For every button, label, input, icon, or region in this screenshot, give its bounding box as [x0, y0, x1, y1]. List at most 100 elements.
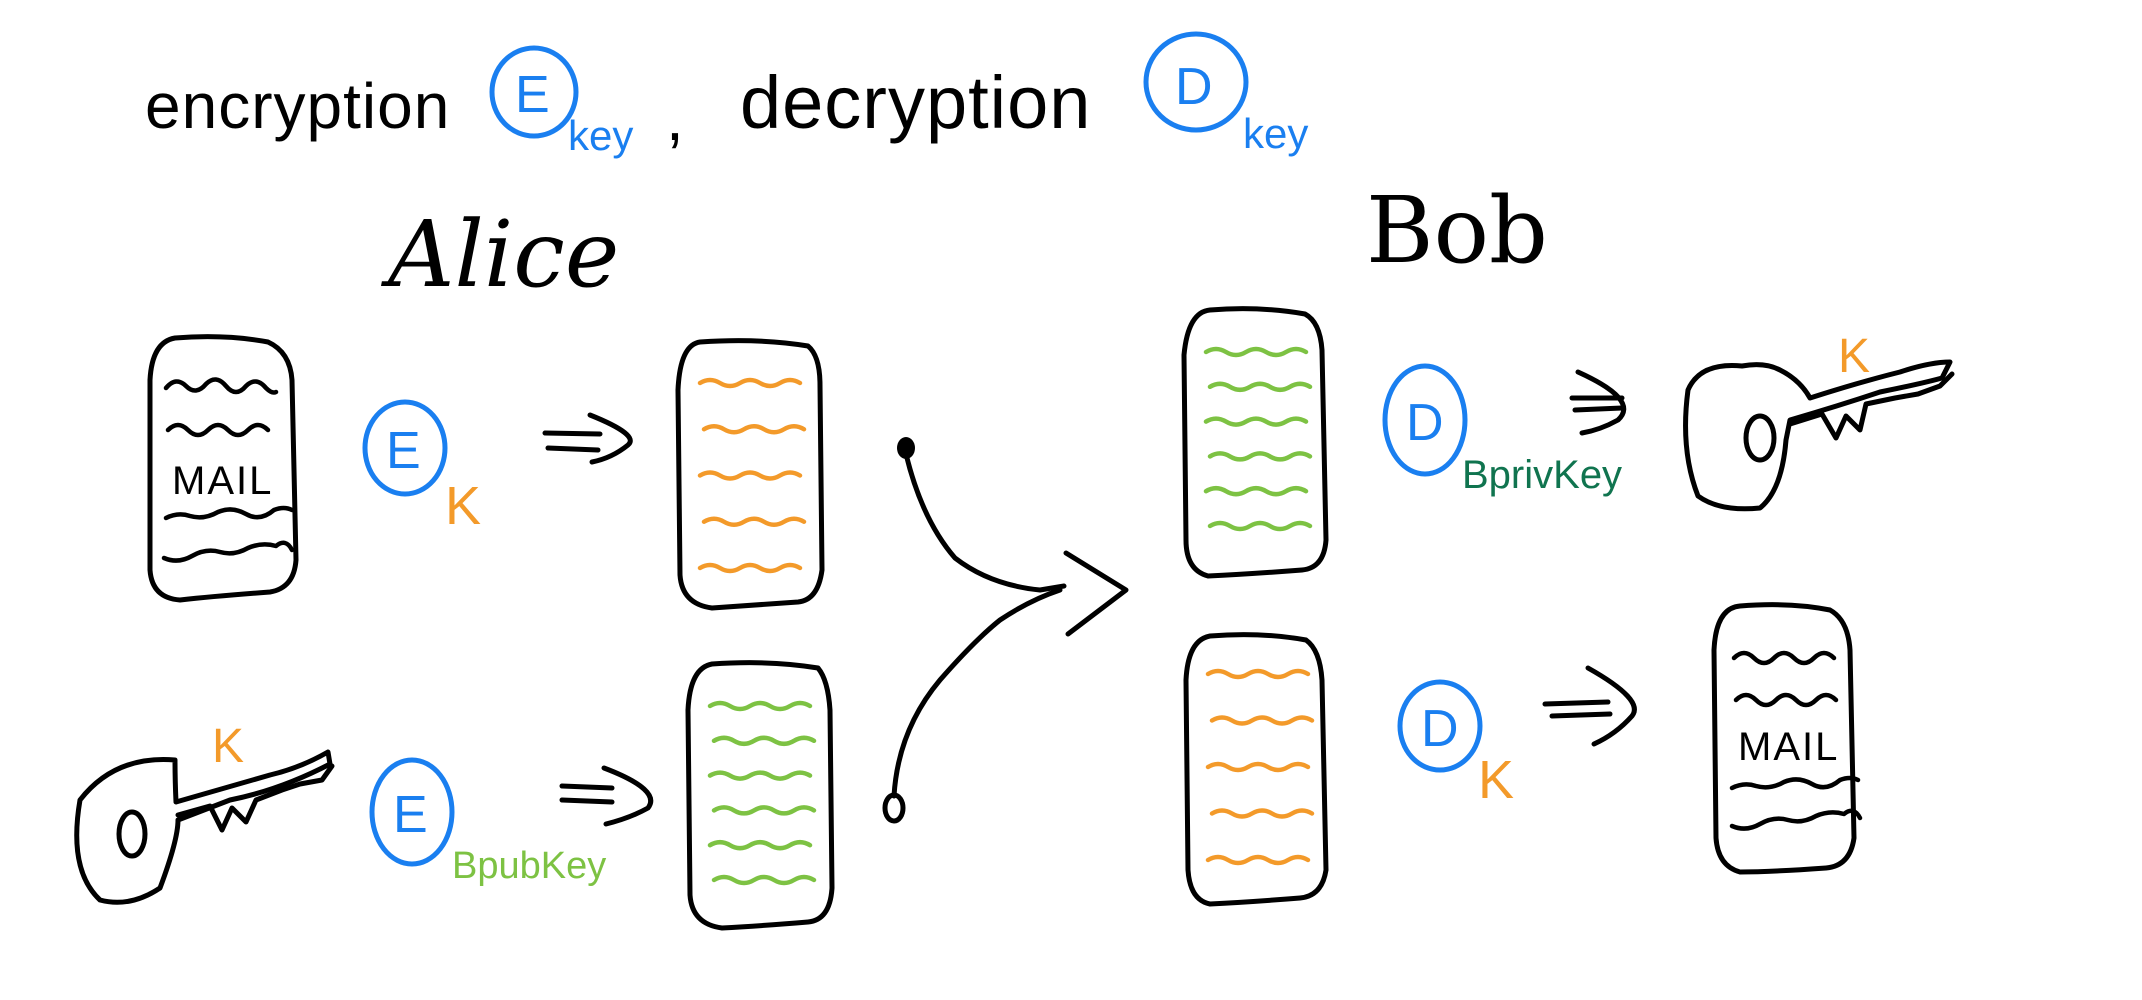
cipher-line-icon — [1203, 416, 1309, 427]
mail-label: MAIL — [172, 459, 273, 503]
text-line-icon — [1731, 650, 1837, 666]
cipher-line-icon — [701, 424, 807, 435]
key-label: K — [212, 720, 244, 773]
implies-arrow-head — [1575, 369, 1627, 436]
text-line-icon — [163, 505, 295, 521]
key-teeth — [1787, 371, 1955, 441]
key-label: K — [1838, 330, 1870, 383]
bob-ciphertext-lines — [1205, 668, 1315, 866]
text-line-icon — [163, 377, 279, 395]
operator-symbol: E — [393, 786, 428, 844]
legend-encryption-label: encryption — [145, 70, 450, 142]
alice-symmetric-encrypt-operator: E K — [362, 399, 481, 536]
operator-circle-icon — [1397, 679, 1483, 773]
start-dot-icon — [897, 437, 915, 459]
bob-asymmetric-decrypt-operator: D BprivKey — [1382, 363, 1622, 497]
operator-circle-icon — [489, 45, 579, 139]
cipher-line-icon — [1207, 451, 1313, 462]
alice-plaintext-document: MAIL — [147, 334, 299, 603]
implies-arrow-icon — [1542, 699, 1611, 707]
merge-arrow-upper-branch — [903, 451, 1067, 593]
cipher-line-icon — [697, 470, 803, 481]
cipher-line-icon — [1209, 715, 1315, 726]
implies-arrow-head — [587, 412, 633, 465]
text-line-icon — [1729, 808, 1863, 831]
encrypted-key-lines — [707, 700, 817, 886]
document-outline — [675, 338, 825, 611]
operator-circle-icon — [1143, 31, 1249, 133]
legend-encryption-operator: E key — [489, 45, 633, 159]
alice-asymmetric-encrypt-operator: E BpubKey — [369, 757, 606, 887]
legend: encryption E key , decryption D key — [145, 31, 1308, 159]
alice-arrow-encrypt-message — [542, 412, 633, 465]
legend-encryption-subscript: key — [568, 112, 633, 159]
cipher-line-icon — [707, 770, 813, 781]
cipher-line-icon — [1205, 854, 1311, 866]
start-dot-icon — [882, 792, 906, 824]
implies-arrow-head — [1585, 665, 1637, 747]
operator-subscript: K — [1478, 750, 1514, 810]
key-icon — [74, 749, 333, 905]
cipher-line-icon — [697, 377, 803, 389]
transfer-merge-arrow — [882, 437, 1129, 824]
cipher-line-icon — [1207, 381, 1313, 393]
party-name-alice: Alice — [380, 201, 619, 308]
alice-encrypted-key-document — [685, 660, 835, 931]
operator-circle-icon — [362, 399, 448, 497]
merge-arrow-lower-branch — [891, 587, 1063, 799]
key-teeth — [175, 763, 335, 833]
ciphertext-lines — [697, 377, 807, 574]
bob-encrypted-key-document — [1181, 306, 1329, 579]
bob-plaintext-document: MAIL — [1711, 602, 1863, 875]
implies-arrow-stroke — [545, 445, 601, 453]
implies-arrow-stroke — [559, 797, 615, 805]
alice-arrow-encrypt-key — [559, 765, 654, 827]
operator-circle-icon — [1382, 363, 1468, 477]
legend-decryption-symbol: D — [1175, 58, 1213, 116]
operator-circle-icon — [369, 757, 455, 867]
text-line-icon — [1729, 775, 1861, 791]
document-outline — [1181, 306, 1329, 579]
alice-session-key: K — [74, 720, 335, 905]
operator-subscript: K — [445, 476, 481, 536]
operator-subscript: BprivKey — [1462, 453, 1622, 497]
operator-symbol: D — [1406, 394, 1444, 452]
key-icon — [1683, 359, 1953, 512]
key-hole-icon — [116, 809, 148, 859]
operator-symbol: E — [386, 422, 421, 480]
cipher-line-icon — [711, 805, 817, 816]
document-outline — [685, 660, 835, 931]
operator-subscript: BpubKey — [452, 845, 606, 887]
legend-separator: , — [666, 82, 685, 154]
bob-arrow-decrypt-message — [1542, 665, 1637, 747]
cipher-line-icon — [707, 839, 813, 851]
text-line-icon — [161, 540, 295, 563]
implies-arrow-stroke — [1572, 405, 1625, 413]
text-line-icon — [165, 422, 271, 438]
text-line-icon — [1733, 692, 1839, 708]
cipher-line-icon — [701, 516, 807, 527]
implies-arrow-head — [601, 765, 654, 827]
bob-symmetric-decrypt-operator: D K — [1397, 679, 1514, 810]
bob-ciphertext-document — [1183, 632, 1329, 907]
cipher-line-icon — [1209, 808, 1315, 819]
implies-arrow-icon — [542, 430, 603, 437]
bob-recovered-key: K — [1683, 330, 1955, 512]
key-hole-icon — [1743, 413, 1777, 463]
cipher-line-icon — [697, 562, 803, 574]
legend-encryption-symbol: E — [515, 66, 550, 124]
implies-arrow-icon — [559, 783, 615, 791]
implies-arrow-stroke — [1549, 711, 1613, 719]
document-outline — [1711, 602, 1857, 875]
cipher-line-icon — [1205, 761, 1311, 773]
operator-symbol: D — [1421, 700, 1459, 758]
merge-arrow-head — [1063, 550, 1129, 637]
legend-decryption-subscript: key — [1243, 110, 1308, 157]
legend-decryption-operator: D key — [1143, 31, 1308, 157]
party-name-bob: Bob — [1366, 177, 1548, 284]
document-outline — [1183, 632, 1329, 907]
bob-encrypted-key-lines — [1203, 346, 1313, 532]
cipher-line-icon — [1203, 346, 1309, 358]
mail-label: MAIL — [1738, 725, 1839, 769]
